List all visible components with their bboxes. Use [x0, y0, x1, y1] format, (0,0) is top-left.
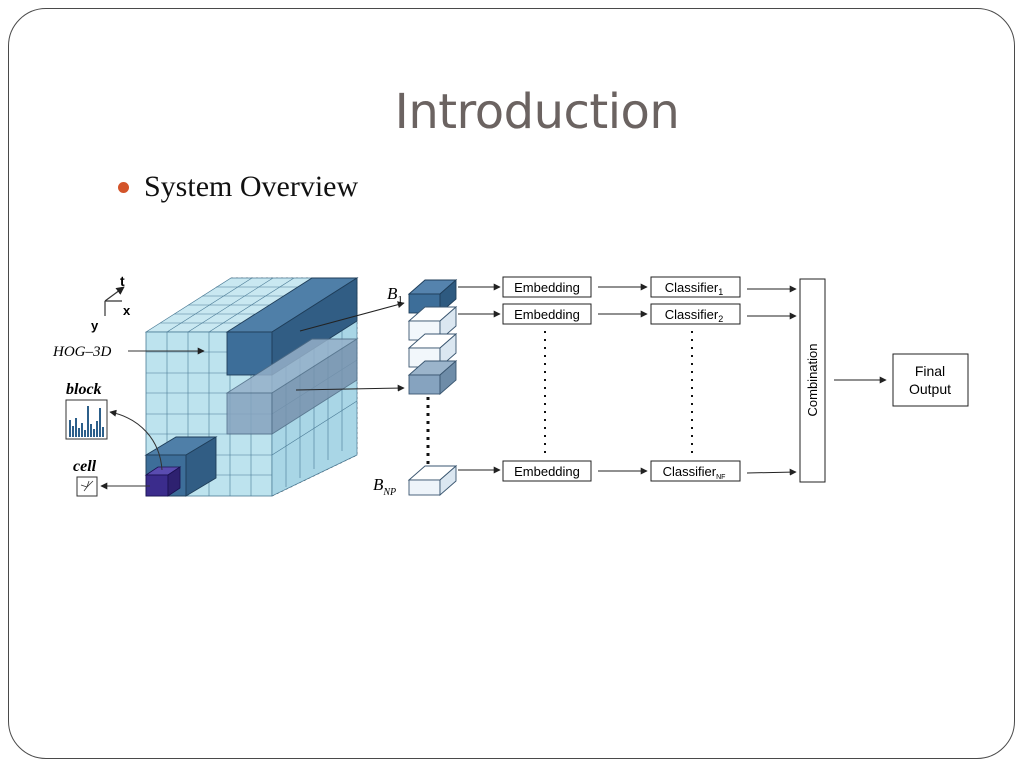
embedding-label-np: Embedding — [514, 464, 580, 479]
extracted-blocks — [407, 279, 458, 496]
block-np — [407, 465, 458, 496]
bnp-label-main: B — [373, 475, 384, 494]
classifier-label-2: Classifier2 — [665, 307, 723, 324]
axis-t-label: t — [120, 273, 125, 289]
embedding-box-2: Embedding — [502, 303, 592, 325]
combination-label: Combination — [805, 344, 820, 417]
classifier-label-1-main: Classifier — [665, 280, 719, 295]
classifier-label-nf-sub: NF — [716, 474, 725, 481]
b1-label-main: B — [387, 284, 398, 303]
embedding-box-np: Embedding — [502, 460, 592, 482]
cell-gradient-icon — [76, 476, 98, 497]
block-mid-in-volume — [225, 338, 359, 435]
bullet-text: System Overview — [144, 170, 359, 203]
classifier-box-2: Classifier2 — [650, 303, 741, 325]
cell-label: cell — [73, 458, 97, 475]
classifier-label-2-main: Classifier — [665, 307, 719, 322]
classifier-box-1: Classifier1 — [650, 276, 741, 298]
b1-label-sub: 1 — [397, 294, 403, 306]
slide-title: Introduction — [394, 84, 680, 140]
axis-y-label: y — [91, 318, 99, 333]
embedding-box-1: Embedding — [502, 276, 592, 298]
final-output-box: Final Output — [892, 353, 969, 407]
hog3d-label: HOG–3D — [52, 344, 111, 360]
classifier-label-1: Classifier1 — [665, 280, 723, 297]
histogram-icon — [65, 399, 108, 440]
bullet-dot-icon — [118, 182, 129, 193]
classifier-label-nf-main: Classifier — [663, 464, 717, 479]
bnp-label: BNP — [373, 475, 396, 498]
block-label: block — [66, 381, 102, 398]
final-output-line-1: Final — [915, 363, 945, 379]
block-4 — [407, 360, 458, 395]
embedding-label-1: Embedding — [514, 280, 580, 295]
final-output-line-2: Output — [909, 381, 951, 397]
b1-label: B1 — [387, 284, 403, 306]
axis-x-label: x — [123, 303, 131, 318]
axes-icon — [104, 286, 125, 316]
hog3d-volume — [144, 277, 359, 497]
classifier-label-1-sub: 1 — [718, 287, 723, 297]
bnp-label-sub: NP — [382, 487, 396, 498]
classifier-box-nf: ClassifierNF — [650, 460, 741, 482]
combination-box: Combination — [799, 278, 826, 483]
classifier-label-2-sub: 2 — [718, 314, 723, 324]
classifier-label-nf: ClassifierNF — [663, 464, 726, 481]
embedding-label-2: Embedding — [514, 307, 580, 322]
block-bottom-in-volume — [144, 436, 218, 497]
